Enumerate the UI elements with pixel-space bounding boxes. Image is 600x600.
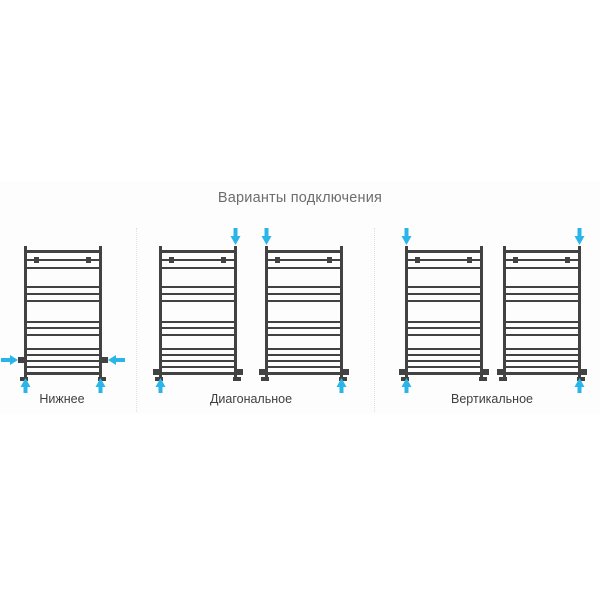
arrow-up-left-icon xyxy=(155,378,165,393)
arrow-up-left-icon xyxy=(20,378,30,393)
towel-rail-vertical-right xyxy=(496,228,587,393)
towel-rail-vertical-left xyxy=(399,228,489,393)
arrow-up-left-icon xyxy=(401,378,412,393)
group-divider xyxy=(136,228,137,412)
towel-rail-body xyxy=(496,246,587,381)
arrow-up-right-icon xyxy=(336,378,347,393)
arrow-down-right-icon xyxy=(574,228,584,245)
towel-rail-body xyxy=(399,246,489,381)
arrow-side-left-icon xyxy=(0,355,18,365)
towel-rail-body xyxy=(17,246,108,381)
label-diagonal-connection: Диагональное xyxy=(209,392,293,406)
towel-rail-body xyxy=(259,246,349,381)
towel-rail-diagonal-top-left xyxy=(259,228,349,393)
arrow-up-right-icon xyxy=(574,378,584,393)
towel-rail-bottom-connection xyxy=(0,246,125,393)
arrow-down-right-icon xyxy=(230,228,240,245)
arrow-up-right-icon xyxy=(95,378,105,393)
label-bottom-connection: Нижнее xyxy=(39,392,85,406)
label-vertical-connection: Вертикальное xyxy=(451,392,533,406)
group-divider xyxy=(374,228,375,412)
arrow-down-left-icon xyxy=(401,228,412,245)
towel-rail-body xyxy=(152,246,243,381)
arrow-side-right-icon xyxy=(107,355,125,365)
arrow-down-left-icon xyxy=(261,228,272,245)
section-title: Варианты подключения xyxy=(217,190,383,206)
towel-rail-diagonal-top-right xyxy=(152,228,243,393)
